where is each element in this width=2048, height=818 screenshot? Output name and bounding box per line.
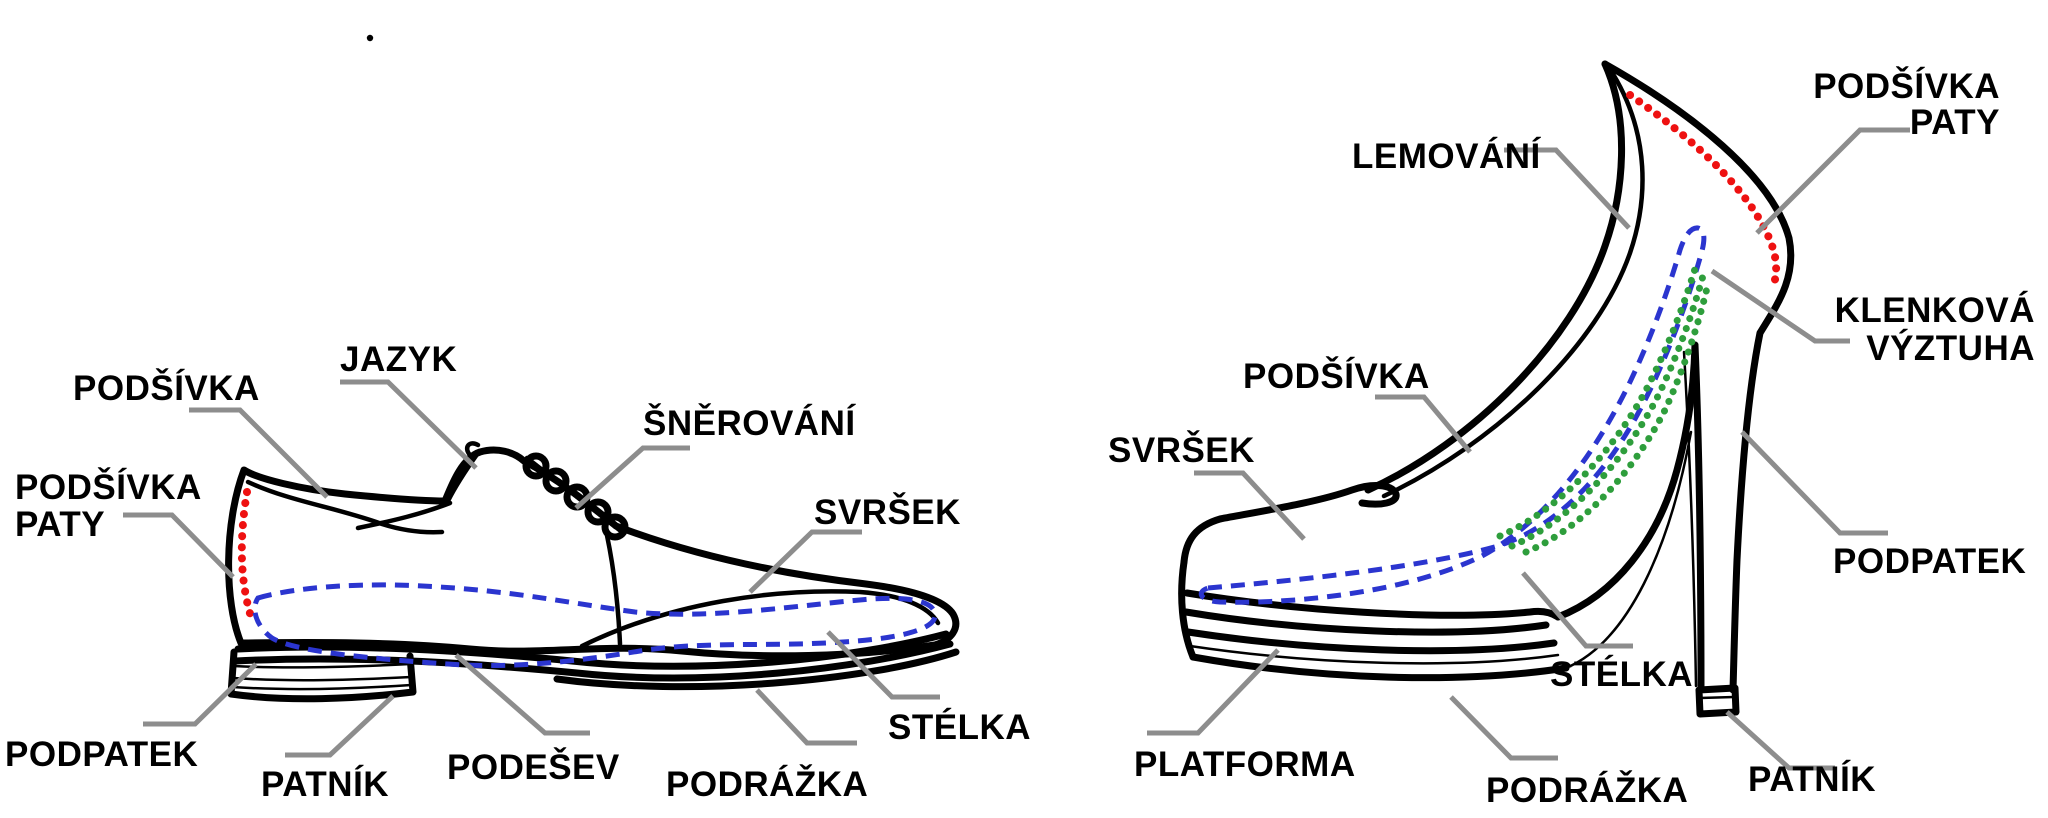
- label-podsivka-right: PODŠÍVKA: [1243, 356, 1430, 396]
- leader-podpatek-left: [143, 662, 258, 727]
- tongue-top-curl: [464, 441, 481, 458]
- platform-front-face: [1178, 558, 1197, 661]
- label-patnik-left: PATNÍK: [261, 764, 389, 804]
- label-podsivka-paty-left-line2: PATY: [15, 505, 105, 544]
- label-klenkova-line1: KLENKOVÁ: [1835, 290, 2035, 330]
- outsole-under-arch: [1564, 430, 1693, 670]
- leader-klenkova-vyztuha: [1710, 268, 1850, 344]
- label-stelka-left: STÉLKA: [888, 707, 1031, 747]
- label-jazyk: JAZYK: [340, 340, 457, 379]
- leader-patnik-left: [285, 694, 395, 758]
- leader-svrsek-right: [1194, 470, 1306, 541]
- label-podpatek-left: PODPATEK: [5, 735, 198, 774]
- stray-ink-dot: [366, 34, 374, 42]
- label-podrazka-left: PODRÁŽKA: [666, 764, 868, 804]
- label-lemovani: LEMOVÁNÍ: [1352, 136, 1542, 176]
- leader-podsivka-left: [189, 407, 329, 499]
- insole-blue-dashed-right: [1198, 225, 1707, 605]
- tongue-edge: [445, 450, 481, 504]
- label-snerovani: ŠNĚROVÁNÍ: [643, 403, 856, 443]
- label-patnik-right: PATNÍK: [1748, 759, 1876, 799]
- left-shoe-drawing: PODŠÍVKA JAZYK ŠNĚROVÁNÍ SVRŠEK PODŠÍVKA…: [5, 340, 1031, 804]
- heel-lining-red-dots-left: [237, 488, 255, 621]
- label-klenkova-line2: VÝZTUHA: [1866, 328, 2035, 368]
- right-topline: [1180, 482, 1400, 566]
- label-podpatek-right: PODPATEK: [1833, 542, 2026, 581]
- label-podsivka-paty-right-line2: PATY: [1910, 103, 2000, 142]
- left-upper-outline: [225, 446, 960, 660]
- label-platforma: PLATFORMA: [1134, 745, 1356, 784]
- leader-podsivka-paty-left: [123, 512, 235, 579]
- leader-podsivka-right: [1375, 394, 1472, 454]
- label-podesev: PODEŠEV: [447, 747, 620, 787]
- label-svrsek-left: SVRŠEK: [814, 492, 961, 532]
- left-lining-curve: [245, 479, 445, 535]
- label-stelka-right: STÉLKA: [1550, 654, 1693, 694]
- right-collar-lining-line: [1381, 71, 1645, 499]
- label-podsivka-left: PODŠÍVKA: [73, 368, 260, 408]
- label-podsivka-paty-left-line1: PODŠÍVKA: [15, 467, 202, 507]
- leader-stelka-right: [1521, 571, 1633, 649]
- leader-jazyk: [340, 379, 478, 470]
- leader-podrazka-left: [755, 688, 857, 746]
- right-shoe-drawing: LEMOVÁNÍ PODŠÍVKA PATY KLENKOVÁ VÝZTUHA …: [1108, 60, 2035, 810]
- leader-podesev: [454, 653, 590, 736]
- heel-lining-red-dots-right: [1626, 91, 1781, 291]
- heel-tip-patnik: [1695, 684, 1740, 718]
- throat-seam: [355, 500, 453, 531]
- platform-layers: [1182, 608, 1570, 682]
- vamp-line: [579, 589, 941, 649]
- midsole-line: [232, 640, 954, 682]
- right-back-and-stem-outer: [1601, 60, 1795, 694]
- right-featherline: [1183, 589, 1562, 621]
- label-svrsek-right: SVRŠEK: [1108, 430, 1255, 470]
- label-podsivka-paty-right-line1: PODŠÍVKA: [1813, 66, 2000, 106]
- arch-underside: [1554, 341, 1699, 621]
- stem-inner-edge: [1691, 341, 1705, 692]
- label-podrazka-right: PODRÁŽKA: [1486, 770, 1688, 810]
- leader-lemovani: [1504, 147, 1631, 230]
- leader-podsivka-paty-right: [1755, 127, 1910, 235]
- leader-podrazka-right: [1449, 695, 1558, 761]
- insole-blue-dashed-left: [252, 582, 938, 669]
- leader-platforma: [1147, 648, 1280, 736]
- leader-stelka-left: [826, 630, 940, 700]
- leader-svrsek-left: [748, 529, 862, 594]
- leader-podpatek-right: [1740, 430, 1888, 536]
- arch-support-green-dots: [1496, 258, 1711, 556]
- leader-snerovani: [574, 445, 690, 510]
- right-shaft-front-edge: [1364, 60, 1625, 494]
- outsole-bottom-line: [553, 648, 960, 691]
- stem-inner-parallel: [1682, 350, 1698, 688]
- leader-patnik-right: [1725, 710, 1835, 771]
